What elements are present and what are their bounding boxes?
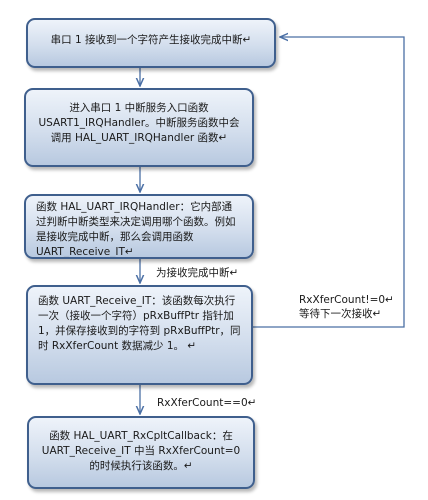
label-wait-next-receive: 等待下一次接收↵ [299,308,382,320]
step-hal-uart-rxcpltcallback-text: 函数 HAL_UART_RxCpltCallback：在 UART_Receiv… [41,430,241,472]
label-rxxfercount-zero: RxXferCount==0↵ [157,397,257,409]
step-enter-usart1-irqhandler: 进入串口 1 中断服务入口函数 USART1_IRQHandler。中断服务函数… [24,88,254,167]
step-hal-uart-rxcpltcallback: 函数 HAL_UART_RxCpltCallback：在 UART_Receiv… [27,416,255,489]
label-receive-complete-interrupt: 为接收完成中断↵ [156,267,239,279]
label-rxxfercount-not-zero: RxXferCount!=0↵ [299,294,394,306]
step-hal-uart-irqhandler-text: 函数 HAL_UART_IRQHandler：它内部通过判断中断类型来决定调用哪… [36,201,236,258]
step-uart-receive-it: 函数 UART_Receive_IT：该函数每次执行一次（接收一个字符）pRxB… [26,285,253,385]
step-uart-receive-it-text: 函数 UART_Receive_IT：该函数每次执行一次（接收一个字符）pRxB… [38,295,241,352]
loop-back-arrow [253,37,405,328]
step-hal-uart-irqhandler: 函数 HAL_UART_IRQHandler：它内部通过判断中断类型来决定调用哪… [24,194,254,259]
step-serial-receive-interrupt-text: 串口 1 接收到一个字符产生接收完成中断↵ [50,34,252,46]
step-serial-receive-interrupt: 串口 1 接收到一个字符产生接收完成中断↵ [26,18,276,68]
step-enter-usart1-irqhandler-text: 进入串口 1 中断服务入口函数 USART1_IRQHandler。中断服务函数… [38,102,240,144]
